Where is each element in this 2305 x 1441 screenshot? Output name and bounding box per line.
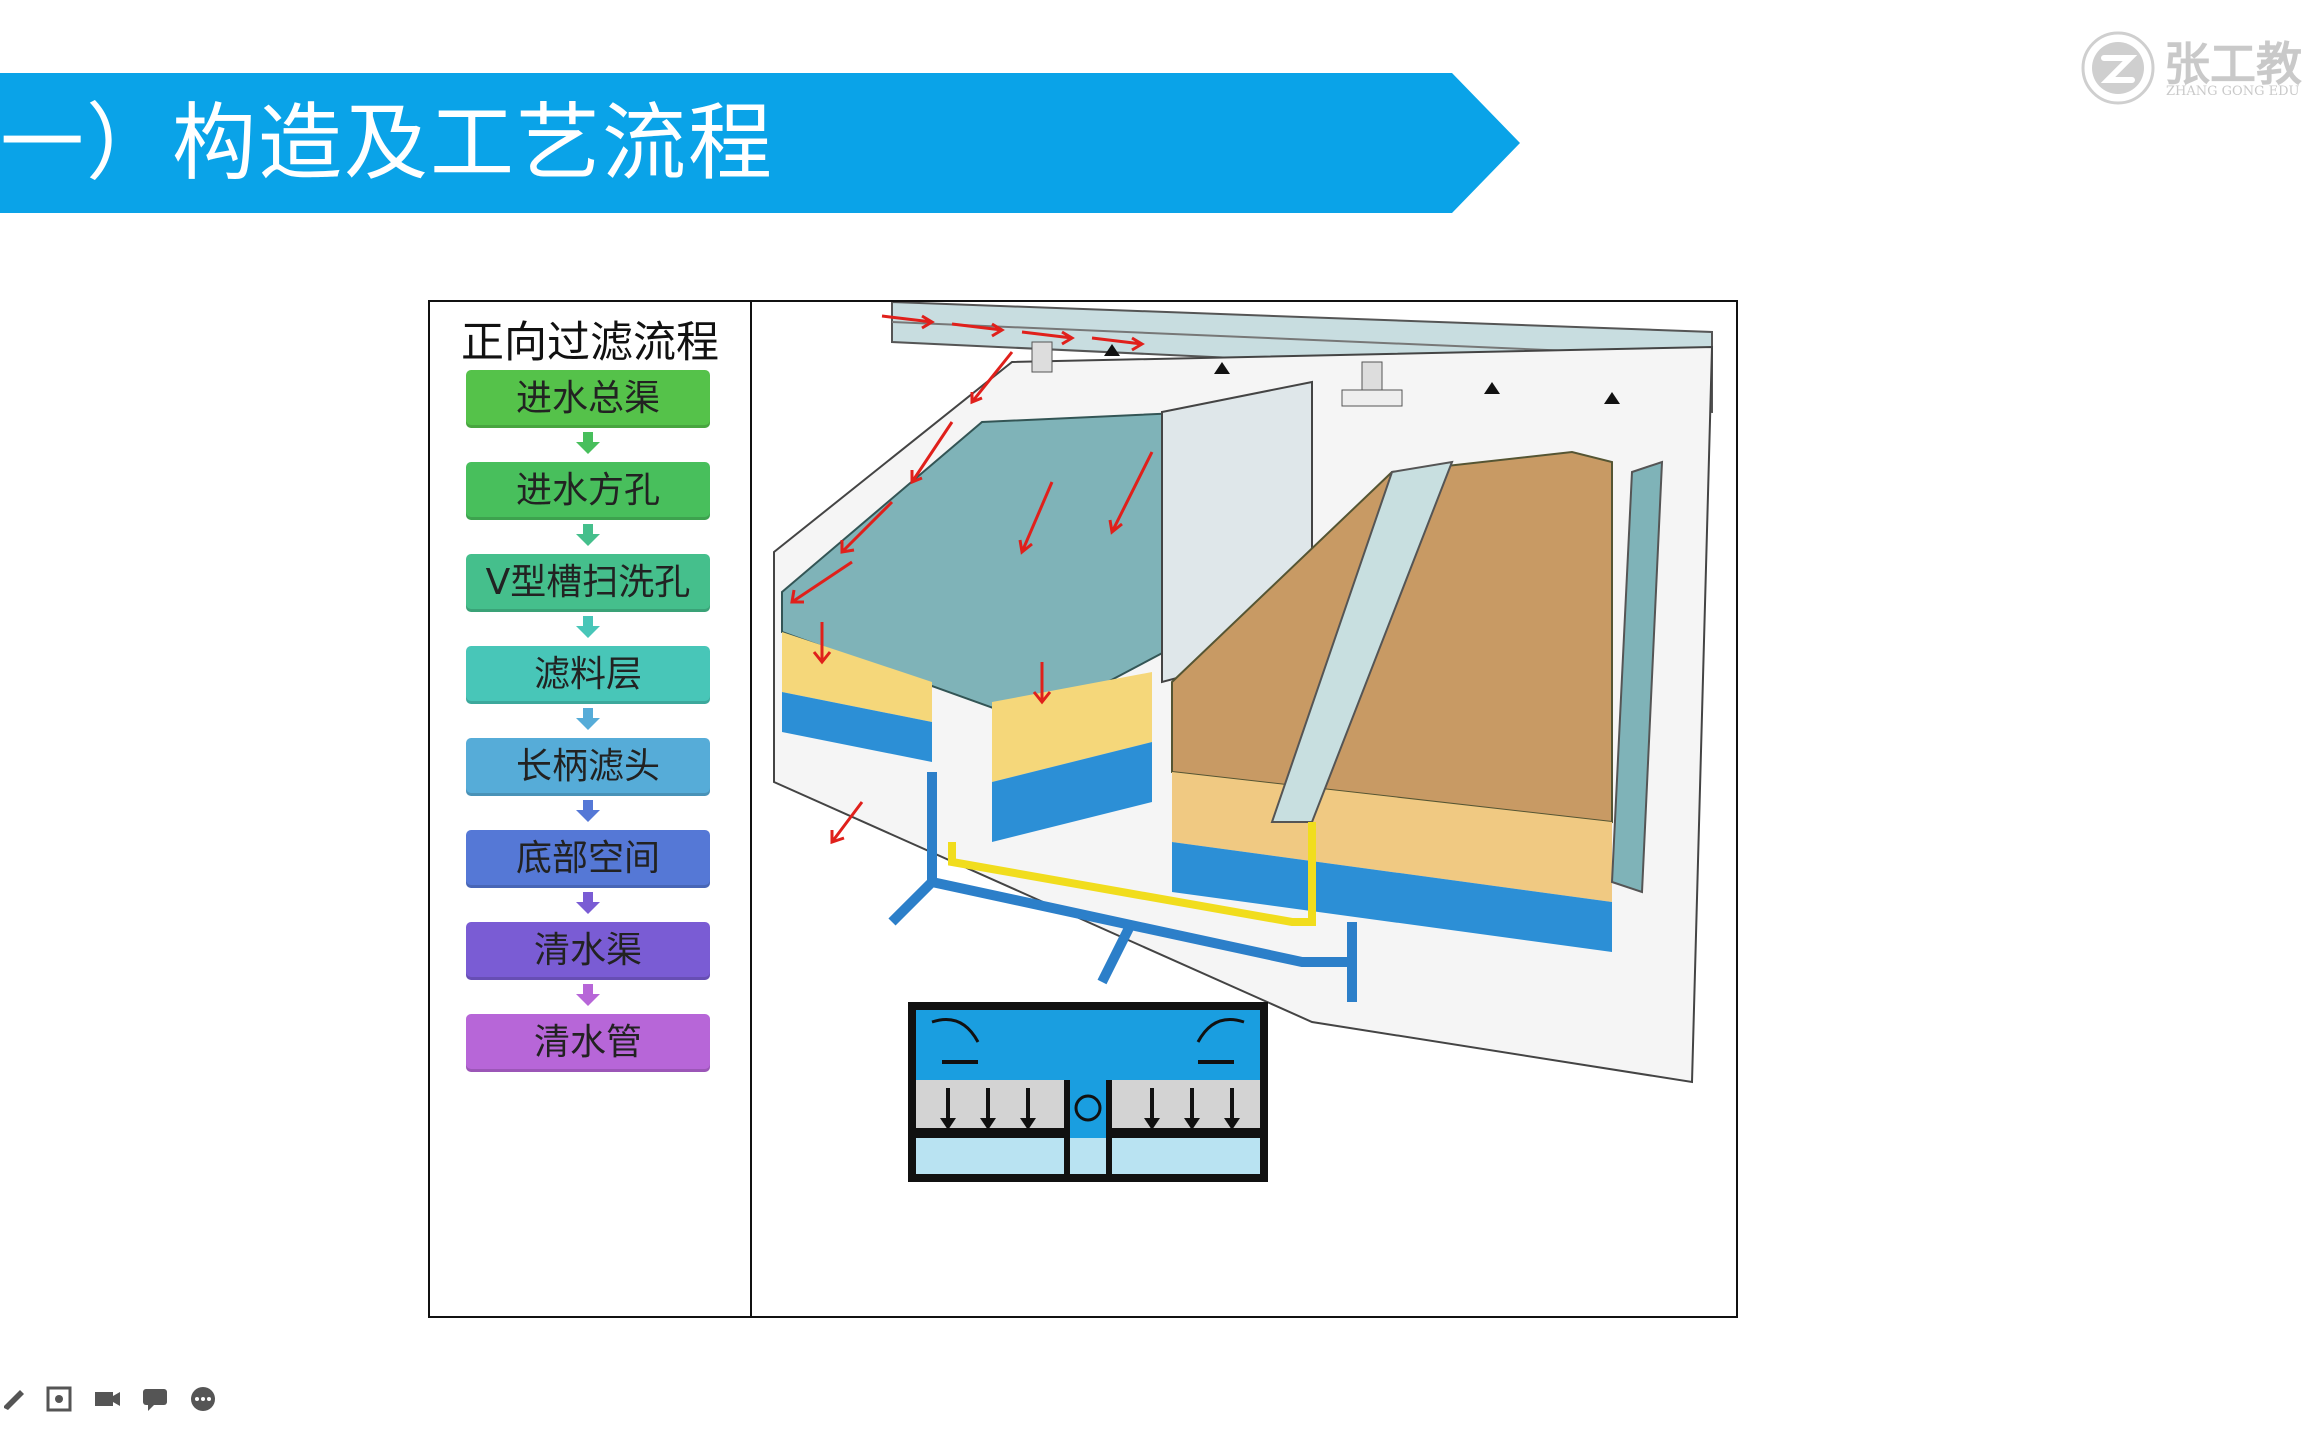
v-filter-cross-section-diagram bbox=[908, 1002, 1268, 1182]
v-filter-cutaway-diagram bbox=[752, 302, 1738, 1316]
down-arrow-icon bbox=[576, 984, 600, 1006]
down-arrow-icon bbox=[576, 616, 600, 638]
zg-seal-icon bbox=[2081, 31, 2155, 105]
flow-column: 正向过滤流程 进水总渠进水方孔 V型槽扫洗孔滤料层长柄滤头底部空间清水渠清水管 bbox=[430, 302, 752, 1316]
logo-name: 张工教 bbox=[2164, 37, 2302, 91]
flow-title: 正向过滤流程 bbox=[461, 318, 719, 368]
down-arrow-icon bbox=[576, 708, 600, 730]
down-arrow-icon bbox=[576, 432, 600, 454]
flow-step: 长柄滤头 bbox=[466, 738, 710, 796]
brand-logo: 张工教 ZHANG GONG EDU bbox=[2076, 28, 2305, 108]
page-title: 一）构造及工艺流程 bbox=[0, 94, 775, 192]
flow-step: 进水总渠 bbox=[466, 370, 710, 428]
flow-step: V型槽扫洗孔 bbox=[466, 554, 710, 612]
banner-shape bbox=[0, 73, 1520, 213]
screenshot-icon[interactable] bbox=[44, 1384, 74, 1414]
flow-step: 滤料层 bbox=[466, 646, 710, 704]
flow-step: 清水渠 bbox=[466, 922, 710, 980]
down-arrow-icon bbox=[576, 524, 600, 546]
chat-icon[interactable] bbox=[140, 1384, 170, 1414]
camera-icon[interactable] bbox=[92, 1384, 122, 1414]
flow-step: 清水管 bbox=[466, 1014, 710, 1072]
section-banner: 一）构造及工艺流程 bbox=[0, 73, 1525, 213]
down-arrow-icon bbox=[576, 892, 600, 914]
presentation-toolbar bbox=[0, 1384, 240, 1420]
pen-icon[interactable] bbox=[0, 1384, 30, 1414]
flow-step: 底部空间 bbox=[466, 830, 710, 888]
filter-figure: 正向过滤流程 进水总渠进水方孔 V型槽扫洗孔滤料层长柄滤头底部空间清水渠清水管 bbox=[428, 300, 1738, 1318]
logo-subtitle: ZHANG GONG EDU bbox=[2166, 84, 2300, 99]
down-arrow-icon bbox=[576, 800, 600, 822]
flow-step: 进水方孔 bbox=[466, 462, 710, 520]
more-icon[interactable] bbox=[188, 1384, 218, 1414]
